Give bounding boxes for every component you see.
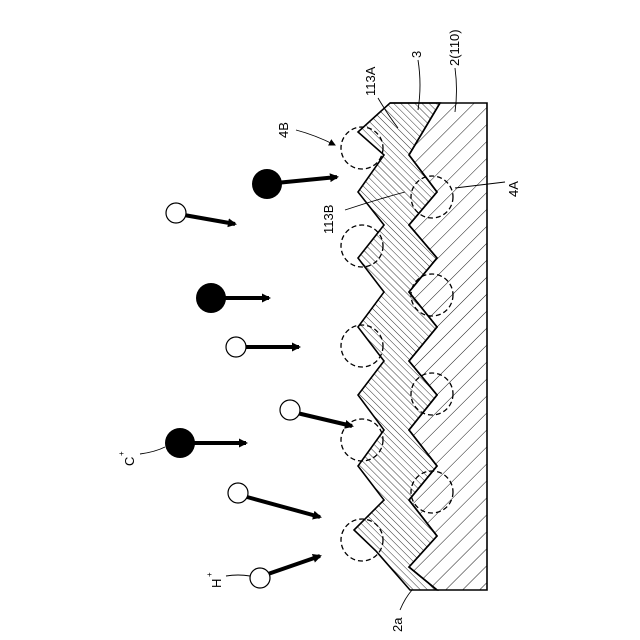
hydrogen-ion — [250, 568, 270, 588]
ion-arrow — [184, 215, 235, 224]
carbon-ion — [196, 283, 226, 313]
label-h-ion: H — [209, 579, 224, 588]
label-substrate: 2(110) — [447, 29, 462, 66]
label-c-charge: + — [117, 451, 126, 456]
ion-arrow — [276, 177, 337, 183]
label-113a: 113A — [363, 66, 378, 96]
label-113b: 113B — [321, 205, 336, 234]
hydrogen-ion — [226, 337, 246, 357]
ion-arrow — [268, 556, 320, 574]
label-h-charge: + — [205, 572, 214, 577]
leader-c — [140, 447, 165, 454]
label-c-ion: C — [122, 457, 137, 466]
carbon-ion — [165, 428, 195, 458]
hydrogen-ion — [280, 400, 300, 420]
leader-4b — [296, 130, 335, 145]
label-4b: 4B — [276, 122, 291, 138]
hydrogen-ion — [166, 203, 186, 223]
label-4a: 4A — [506, 181, 521, 197]
carbon-ion — [252, 169, 282, 199]
leader-2a — [400, 590, 412, 610]
ion-arrow — [247, 497, 320, 517]
label-2a: 2a — [390, 617, 405, 632]
hydrogen-ion — [228, 483, 248, 503]
leader-h — [226, 575, 250, 576]
ion-arrow — [297, 413, 352, 426]
label-layer: 3 — [409, 51, 424, 58]
